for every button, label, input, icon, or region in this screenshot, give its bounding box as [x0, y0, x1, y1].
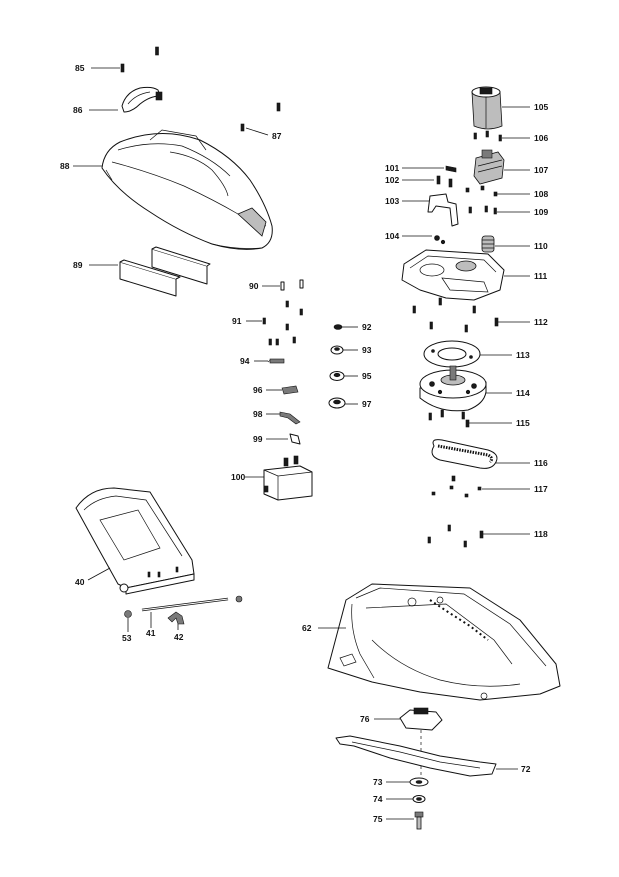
part-97-bushing: 97 — [328, 397, 372, 409]
label-85: 85 — [75, 63, 85, 73]
part-103-bracket: 103 — [385, 193, 459, 227]
part-104-nut: 104 — [385, 231, 446, 245]
nut-right — [235, 595, 243, 603]
part-112-screws: 112 — [412, 297, 548, 333]
part-114-pulley-housing: 114 — [419, 365, 530, 412]
part-99-bracket: 99 — [253, 433, 301, 445]
label-93: 93 — [362, 345, 372, 355]
part-108-screws: 108 — [465, 185, 548, 199]
part-106-screws: 106 — [473, 130, 548, 143]
label-97: 97 — [362, 399, 372, 409]
label-107: 107 — [534, 165, 548, 175]
part-95-bushing: 95 — [329, 371, 372, 381]
label-112: 112 — [534, 317, 548, 327]
part-98-lever: 98 — [253, 409, 301, 425]
part-86-handle-knob: 86 — [73, 86, 163, 115]
part-110-spring: 110 — [481, 235, 548, 253]
label-90: 90 — [249, 281, 259, 291]
label-101: 101 — [385, 163, 399, 173]
part-115-screws: 115 — [428, 409, 530, 428]
label-72: 72 — [521, 764, 531, 774]
screw-top — [155, 46, 159, 56]
label-108: 108 — [534, 189, 548, 199]
label-41: 41 — [146, 628, 156, 638]
part-107-motor: 107 — [473, 149, 548, 185]
part-75-blade-bolt: 75 — [373, 811, 424, 830]
label-75: 75 — [373, 814, 383, 824]
label-42: 42 — [174, 632, 184, 642]
label-117: 117 — [534, 484, 548, 494]
label-109: 109 — [534, 207, 548, 217]
label-99: 99 — [253, 434, 263, 444]
part-42-spring-clip: 42 — [167, 611, 185, 642]
part-41-rod: 41 — [141, 597, 229, 638]
label-76: 76 — [360, 714, 370, 724]
label-40: 40 — [75, 577, 85, 587]
label-53: 53 — [122, 633, 132, 643]
part-53-nut: 53 — [122, 610, 132, 643]
label-94: 94 — [240, 356, 250, 366]
part-109-screws: 109 — [468, 205, 548, 217]
part-100-switch-box: 100 — [231, 455, 313, 501]
label-62: 62 — [302, 623, 312, 633]
label-116: 116 — [534, 458, 548, 468]
label-104: 104 — [385, 231, 399, 241]
label-113: 113 — [516, 350, 530, 360]
label-103: 103 — [385, 196, 399, 206]
label-102: 102 — [385, 175, 399, 185]
label-86: 86 — [73, 105, 83, 115]
part-90-pins: 90 — [249, 279, 304, 291]
part-92-washer: 92 — [333, 322, 372, 332]
part-93-bushing: 93 — [330, 345, 372, 355]
part-101-switch-pin: 101 — [385, 163, 457, 173]
label-73: 73 — [373, 777, 383, 787]
part-116-drive-belt: 116 — [431, 439, 548, 469]
label-106: 106 — [534, 133, 548, 143]
part-62-deck: 62 — [302, 583, 561, 701]
label-96: 96 — [253, 385, 263, 395]
label-98: 98 — [253, 409, 263, 419]
label-105: 105 — [534, 102, 548, 112]
part-96-clip: 96 — [253, 385, 299, 395]
label-95: 95 — [362, 371, 372, 381]
part-118-screws: 118 — [427, 524, 548, 548]
part-89-filter-pads: 89 — [73, 246, 211, 297]
part-105-motor-housing: 105 — [471, 86, 548, 130]
label-115: 115 — [516, 418, 530, 428]
part-88-motor-cover: 88 — [60, 129, 273, 250]
part-113-gasket: 113 — [423, 340, 530, 368]
label-92: 92 — [362, 322, 372, 332]
part-40-rear-flap: 40 — [75, 487, 195, 595]
label-118: 118 — [534, 529, 548, 539]
part-111-motor-plate: 111 — [401, 249, 548, 301]
label-91: 91 — [232, 316, 242, 326]
label-100: 100 — [231, 472, 245, 482]
part-117-screws: 117 — [431, 475, 548, 498]
part-102-screws: 102 — [385, 175, 453, 188]
label-87: 87 — [272, 131, 282, 141]
part-94-spring: 94 — [240, 356, 285, 366]
part-87-screw: 87 — [240, 102, 282, 141]
part-72-blade: 72 — [335, 735, 531, 777]
label-74: 74 — [373, 794, 383, 804]
label-110: 110 — [534, 241, 548, 251]
part-91-screws: 91 — [232, 300, 303, 346]
label-88: 88 — [60, 161, 70, 171]
part-73-washer: 73 — [373, 777, 429, 787]
label-89: 89 — [73, 260, 83, 270]
label-114: 114 — [516, 388, 530, 398]
part-85-screw: 85 — [75, 63, 125, 73]
label-111: 111 — [534, 271, 548, 281]
part-74-lock-washer: 74 — [373, 794, 426, 804]
